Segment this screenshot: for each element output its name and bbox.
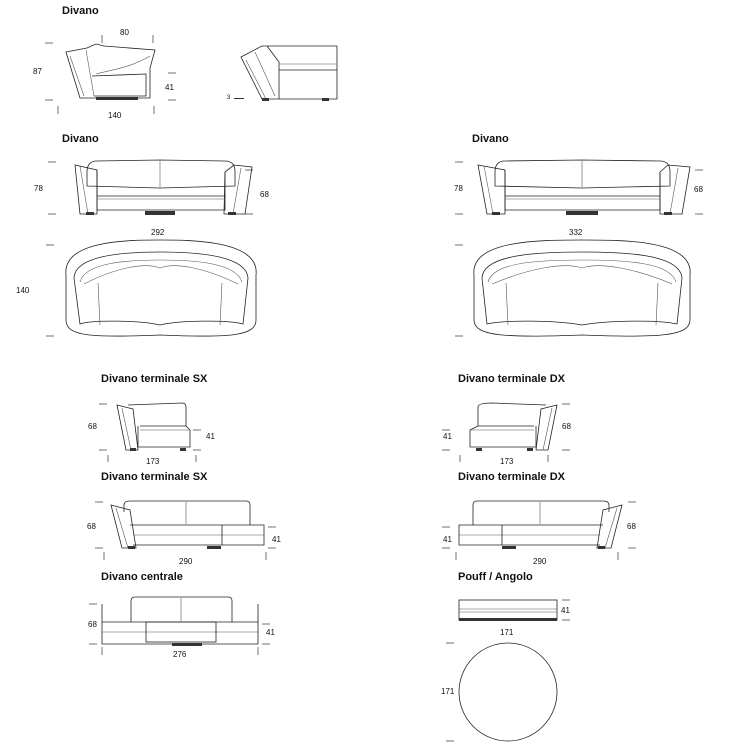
dim-pouff-diameter: 171: [441, 687, 455, 696]
title-divano-332: Divano: [472, 133, 509, 145]
title-pouff-angolo: Pouff / Angolo: [458, 571, 533, 583]
dim-armchair-height: 87: [33, 67, 42, 76]
title-terminale-sx-large: Divano terminale SX: [101, 471, 208, 483]
title-divano-292: Divano: [62, 133, 99, 145]
dim-dx-large-width: 290: [533, 557, 547, 566]
sofa-292-front-view: [48, 159, 253, 215]
title-divano-armchair: Divano: [62, 5, 99, 17]
terminale-dx-small-drawing: [442, 402, 570, 462]
dim-sx-small-width: 173: [146, 457, 160, 466]
dim-armchair-width: 80: [120, 28, 129, 37]
centrale-drawing: [89, 596, 270, 655]
sofa-292-top-view: [46, 239, 257, 337]
dim-sx-large-width: 290: [179, 557, 193, 566]
sofa-332-top-view: [455, 239, 691, 337]
dim-sofa332-height: 78: [454, 184, 463, 193]
dim-dx-small-seat: 41: [443, 432, 452, 441]
dim-centrale-seat: 41: [266, 628, 275, 637]
dim-sx-large-height: 68: [87, 522, 96, 531]
terminale-sx-large-drawing: [95, 500, 276, 560]
pouff-side-drawing: [458, 599, 570, 621]
sofa-332-front-view: [455, 159, 703, 215]
dim-sofa292-width: 292: [151, 228, 165, 237]
armchair-angled-view: [240, 45, 338, 101]
title-terminale-dx-small: Divano terminale DX: [458, 373, 565, 385]
title-divano-centrale: Divano centrale: [101, 571, 183, 583]
dim-sofa292-depth: 140: [16, 286, 30, 295]
dim-sx-small-height: 68: [88, 422, 97, 431]
dim-armchair-depth: 140: [108, 111, 122, 120]
dim-armchair-label-3: 3: [227, 95, 231, 101]
dim-dx-small-height: 68: [562, 422, 571, 431]
dim-centrale-width: 276: [173, 650, 187, 659]
dim-sofa292-height: 78: [34, 184, 43, 193]
dim-dx-small-width: 173: [500, 457, 514, 466]
armchair-side-view: [45, 35, 176, 114]
dim-dx-large-height: 68: [627, 522, 636, 531]
terminale-sx-small-drawing: [99, 402, 201, 462]
dim-armchair-seat: 41: [165, 83, 174, 92]
dim-sofa292-arm: 68: [260, 190, 269, 199]
title-terminale-dx-large: Divano terminale DX: [458, 471, 565, 483]
title-terminale-sx-small: Divano terminale SX: [101, 373, 208, 385]
dim-pouff-height: 41: [561, 606, 570, 615]
dim-dx-large-seat: 41: [443, 535, 452, 544]
dim-centrale-height: 68: [88, 620, 97, 629]
dim-pouff-width: 171: [500, 628, 514, 637]
dim-sx-small-seat: 41: [206, 432, 215, 441]
dim-sofa332-width: 332: [569, 228, 583, 237]
pouff-top-drawing: [446, 642, 558, 742]
dim-sofa332-arm: 68: [694, 185, 703, 194]
dim-sx-large-seat: 41: [272, 535, 281, 544]
terminale-dx-large-drawing: [442, 500, 636, 560]
